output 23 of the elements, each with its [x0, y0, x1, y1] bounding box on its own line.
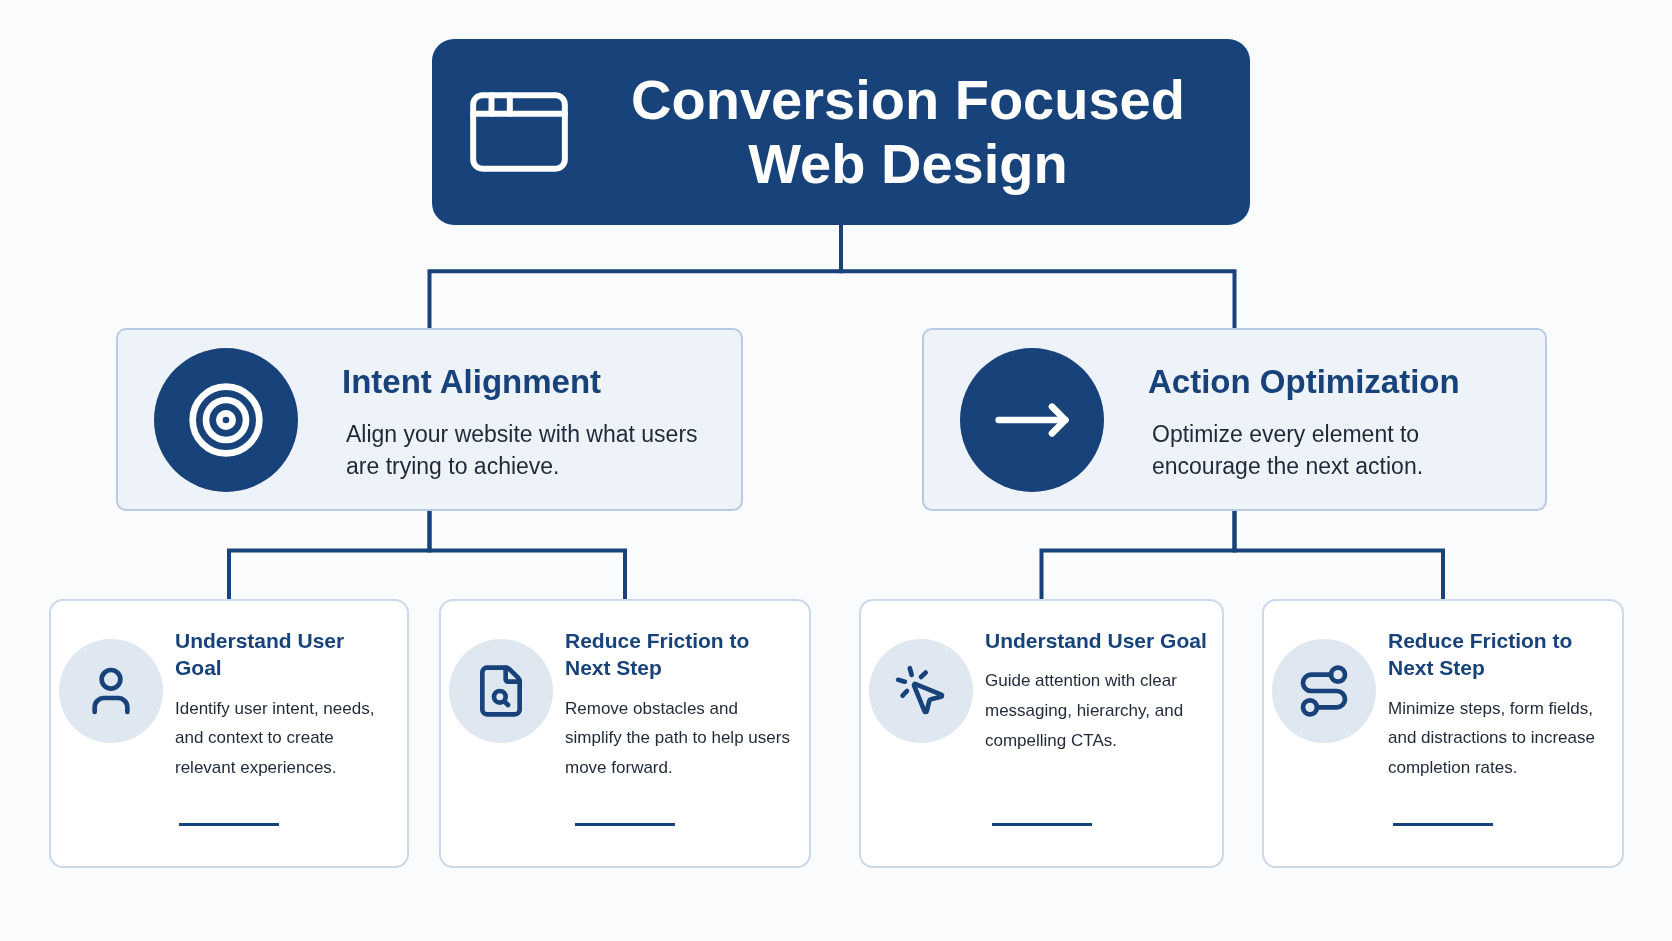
- detail-card: [859, 599, 1224, 868]
- heading-label: Conversion Focused Web Design: [630, 67, 1186, 197]
- card-heading: Reduce Friction to Next Step: [565, 628, 751, 682]
- category-box: [116, 328, 743, 511]
- connector-line: [1232, 511, 1445, 599]
- category-description: Optimize every element to encourage the next action.: [1151, 420, 1425, 482]
- card-description: Minimize steps, form fields, and distractions to increase completion rates.: [1388, 697, 1596, 780]
- card-description: Remove obstacles and simplify the path to help users move forward.: [565, 697, 791, 780]
- card-description: Guide attention with clear messaging, hierarchy, and compelling CTAs.: [985, 670, 1185, 752]
- card-heading: Understand User Goal: [985, 628, 1208, 654]
- category-heading: Intent Alignment: [342, 361, 603, 402]
- detail-card: [1262, 599, 1624, 868]
- connector-line: [427, 511, 627, 599]
- title-box: [432, 39, 1250, 225]
- category-description: Align your website with what users are trying to achieve.: [345, 420, 699, 482]
- card-heading: Reduce Friction to Next Step: [1388, 628, 1574, 682]
- connector-line: [839, 225, 1237, 328]
- card-heading: Understand User Goal: [175, 628, 346, 682]
- category-box: [922, 328, 1547, 511]
- category-heading: Action Optimization: [1148, 361, 1461, 402]
- card-description: Identify user intent, needs, and context to create relevant experiences.: [175, 697, 376, 780]
- detail-card: [439, 599, 811, 868]
- detail-card: [49, 599, 409, 868]
